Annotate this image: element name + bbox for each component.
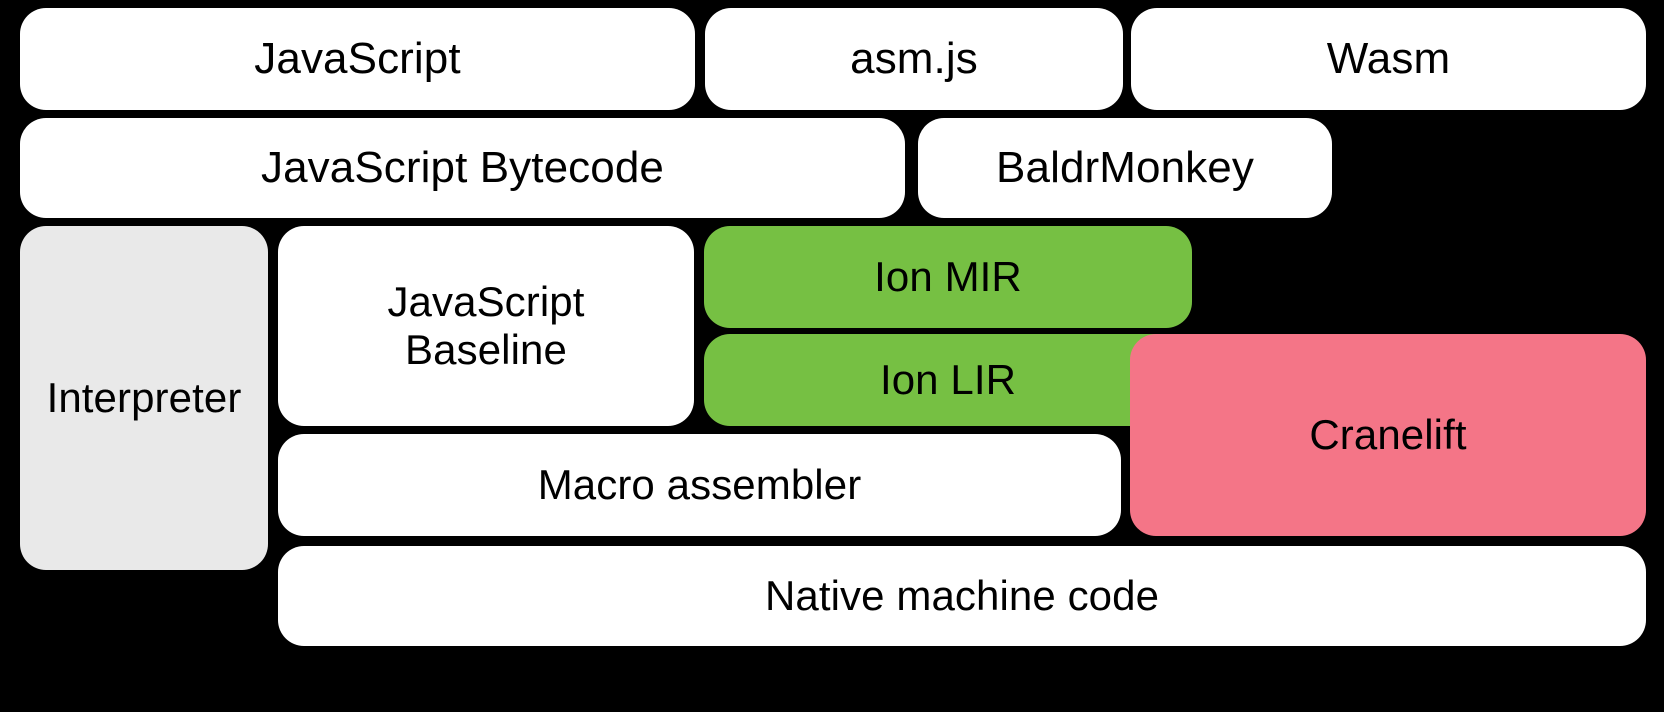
node-native-machine-code: Native machine code xyxy=(278,546,1646,646)
node-baldrmonkey: BaldrMonkey xyxy=(918,118,1332,218)
node-label: Macro assembler xyxy=(537,461,862,509)
node-interpreter: Interpreter xyxy=(20,226,268,570)
node-label: JavaScript Baseline xyxy=(387,278,585,373)
node-label: Ion MIR xyxy=(874,253,1022,301)
node-macro-assembler: Macro assembler xyxy=(278,434,1121,536)
node-ion-lir: Ion LIR xyxy=(704,334,1192,426)
node-javascript-baseline: JavaScript Baseline xyxy=(278,226,694,426)
node-label: BaldrMonkey xyxy=(996,142,1254,192)
node-label: Native machine code xyxy=(764,572,1160,620)
node-cranelift: Cranelift xyxy=(1130,334,1646,536)
node-asm-js: asm.js xyxy=(705,8,1123,110)
node-javascript: JavaScript xyxy=(20,8,695,110)
node-javascript-bytecode: JavaScript Bytecode xyxy=(20,118,905,218)
node-label: JavaScript Bytecode xyxy=(261,142,664,192)
node-label: Ion LIR xyxy=(879,356,1017,404)
node-label: Wasm xyxy=(1326,33,1451,83)
node-label: asm.js xyxy=(850,33,978,83)
node-ion-mir: Ion MIR xyxy=(704,226,1192,328)
node-wasm: Wasm xyxy=(1131,8,1646,110)
node-label: Interpreter xyxy=(46,374,242,422)
node-label: Cranelift xyxy=(1309,411,1467,459)
node-label: JavaScript xyxy=(254,33,461,83)
